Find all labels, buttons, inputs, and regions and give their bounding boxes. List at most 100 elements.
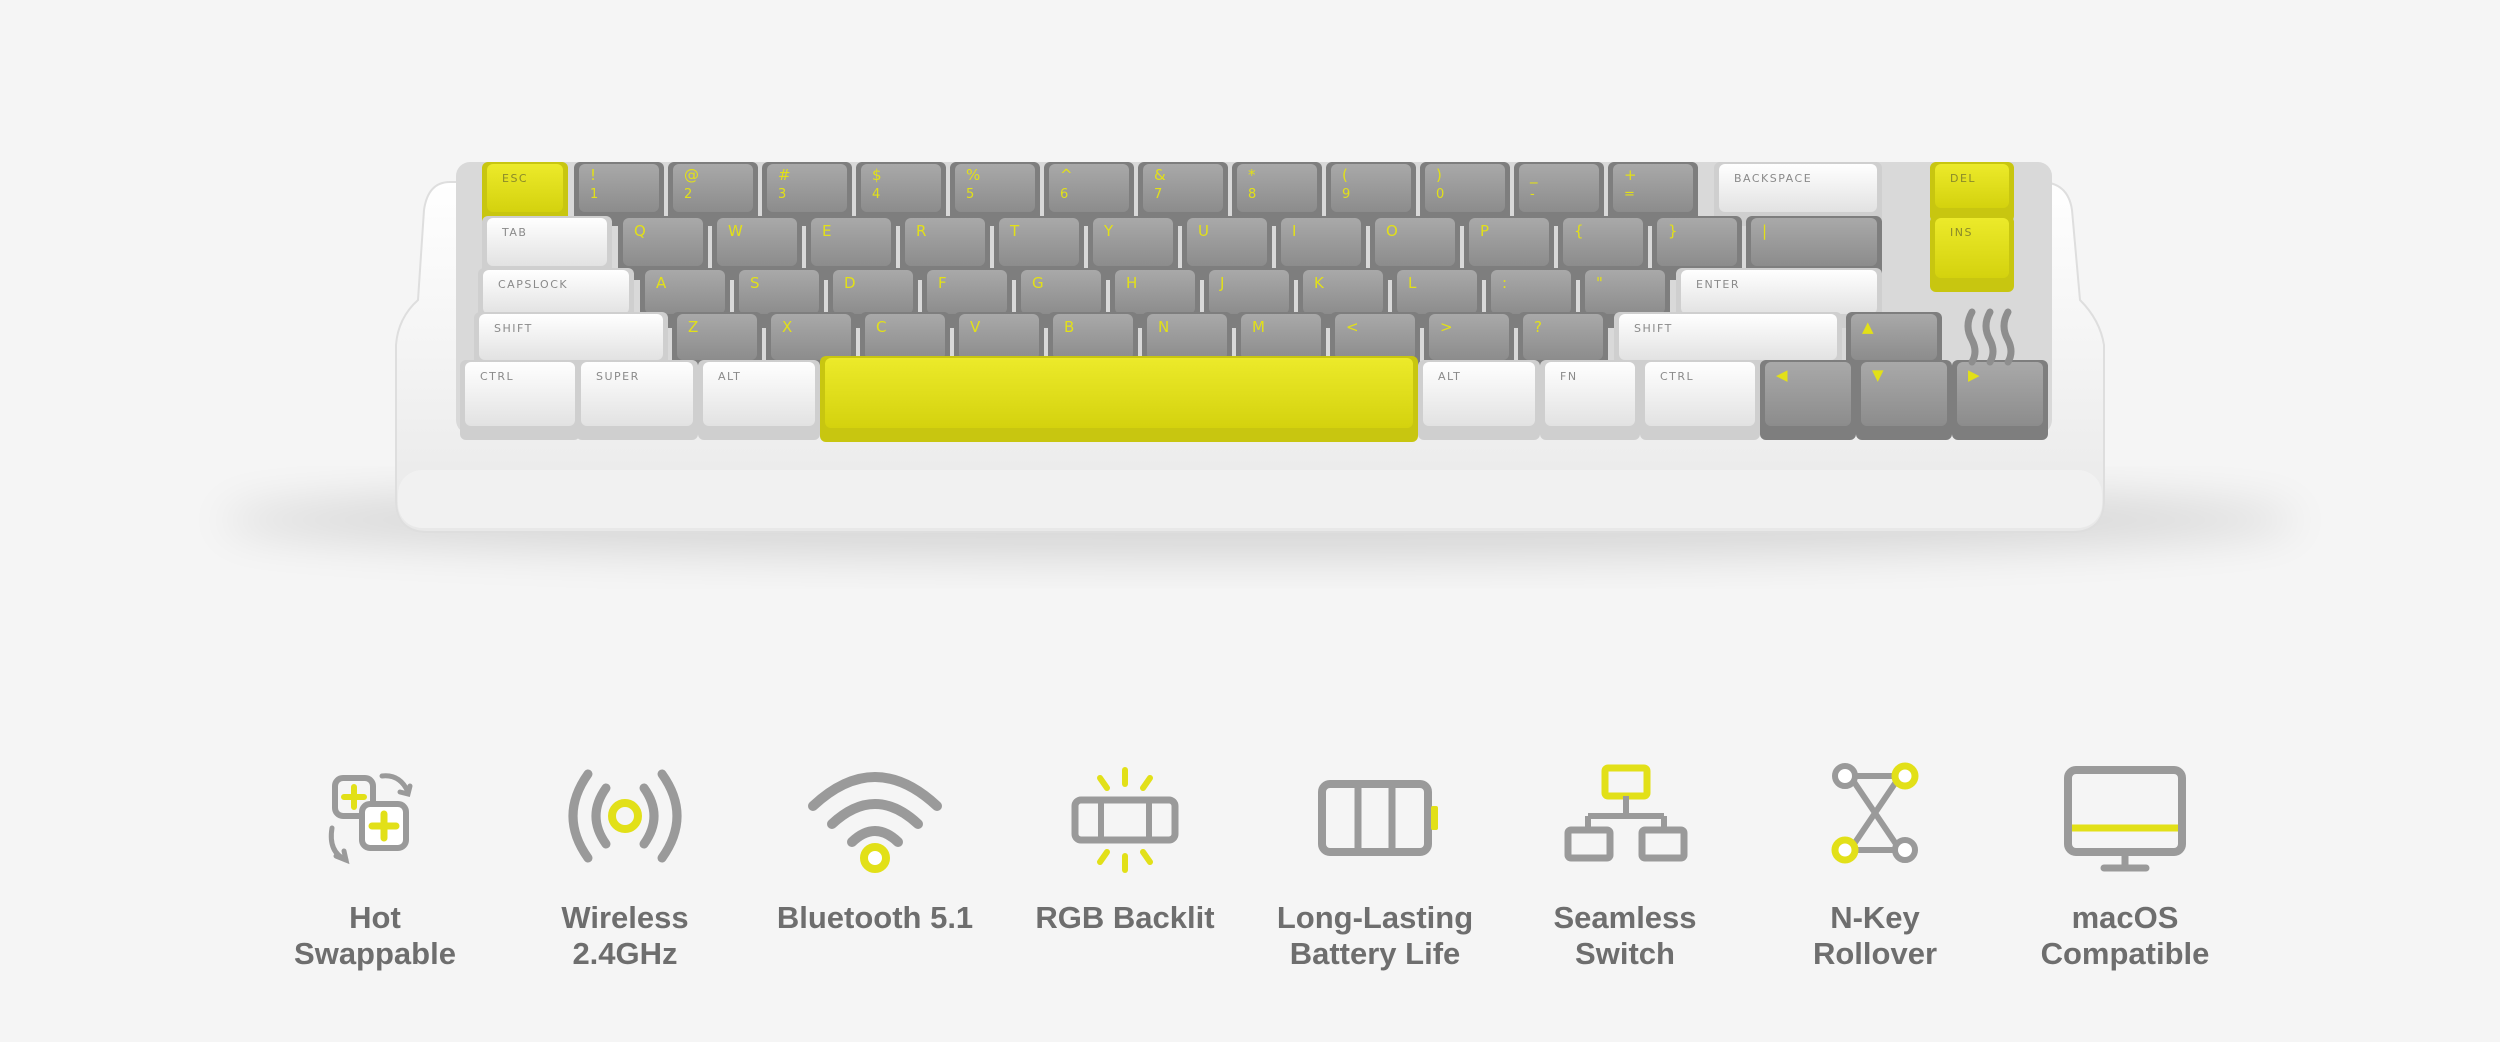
key-shift-left: SHIFT — [474, 312, 668, 374]
svg-text:A: A — [656, 274, 667, 292]
svg-text:SHIFT: SHIFT — [1634, 322, 1673, 335]
key-number: )0 — [1420, 162, 1510, 226]
svg-text:ALT: ALT — [718, 370, 741, 383]
key-alt-right: ALT — [1418, 360, 1540, 440]
svg-text:CAPSLOCK: CAPSLOCK — [498, 278, 568, 291]
wireless-icon — [568, 769, 682, 863]
svg-text:SUPER: SUPER — [596, 370, 640, 383]
svg-text:2: 2 — [684, 187, 692, 202]
key-tab: TAB — [482, 216, 612, 280]
svg-text:P: P — [1480, 222, 1489, 240]
svg-text:U: U — [1198, 222, 1209, 240]
feature-rgb-backlit: RGB Backlit — [1000, 760, 1250, 990]
svg-text:*: * — [1248, 166, 1256, 184]
svg-text:CTRL: CTRL — [1660, 370, 1694, 383]
svg-text:$: $ — [872, 166, 882, 184]
svg-text:ESC: ESC — [502, 172, 528, 185]
svg-text:R: R — [916, 222, 926, 240]
svg-text:-: - — [1530, 187, 1535, 202]
key-ins: INS — [1930, 216, 2014, 292]
key-del: DEL — [1930, 162, 2014, 222]
feature-label: Bluetooth 5.1 — [776, 900, 974, 935]
key-arrow-right: ▶ — [1952, 360, 2048, 440]
svg-text:9: 9 — [1342, 187, 1350, 202]
svg-text:INS: INS — [1950, 226, 1973, 239]
svg-text:0: 0 — [1436, 187, 1444, 202]
key-pipe: | — [1746, 216, 1882, 280]
svg-text:<: < — [1346, 318, 1359, 336]
key-number: #3 — [762, 162, 852, 226]
svg-text:?: ? — [1534, 318, 1542, 336]
svg-text:_: _ — [1529, 166, 1538, 185]
key-number: ^6 — [1044, 162, 1134, 226]
backlight-icon — [1071, 767, 1179, 873]
svg-text:3: 3 — [778, 187, 786, 202]
svg-text:V: V — [970, 318, 981, 336]
key-number: @2 — [668, 162, 758, 226]
key-arrow-left: ◀ — [1760, 360, 1856, 440]
node-connection-icon — [1831, 762, 1919, 864]
svg-text:G: G — [1032, 274, 1044, 292]
key-letter: > — [1424, 312, 1514, 374]
key-letter: Z — [672, 312, 762, 374]
key-letter: R — [900, 216, 990, 280]
svg-text:Y: Y — [1103, 222, 1114, 240]
svg-text:ALT: ALT — [1438, 370, 1461, 383]
hot-swap-icon — [328, 773, 413, 865]
svg-text:Q: Q — [634, 222, 646, 240]
signal-icon — [808, 772, 942, 873]
svg-text:CTRL: CTRL — [480, 370, 514, 383]
svg-text:DEL: DEL — [1950, 172, 1976, 185]
svg-text:^: ^ — [1060, 166, 1073, 184]
svg-text:▲: ▲ — [1862, 318, 1874, 336]
svg-text:H: H — [1126, 274, 1137, 292]
svg-text:|: | — [1762, 222, 1767, 240]
key-number: += — [1608, 162, 1698, 226]
key-backspace: BACKSPACE — [1714, 162, 1882, 226]
svg-text:▶: ▶ — [1968, 366, 1980, 384]
svg-text::: : — [1502, 274, 1507, 292]
svg-text:N: N — [1158, 318, 1169, 336]
svg-text:8: 8 — [1248, 187, 1256, 202]
svg-text:SHIFT: SHIFT — [494, 322, 533, 335]
svg-text:TAB: TAB — [501, 226, 527, 239]
svg-text:6: 6 — [1060, 187, 1068, 202]
svg-text:S: S — [750, 274, 760, 292]
svg-text:7: 7 — [1154, 187, 1162, 202]
svg-text:=: = — [1624, 187, 1635, 202]
svg-text:T: T — [1009, 222, 1020, 240]
key-letter: P — [1464, 216, 1554, 280]
key-number: !1 — [574, 162, 664, 226]
key-letter: E — [806, 216, 896, 280]
svg-text:◀: ◀ — [1776, 366, 1788, 384]
key-letter: W — [712, 216, 802, 280]
feature-label: RGB Backlit — [1035, 900, 1215, 935]
key-shift-right: SHIFT — [1614, 312, 1842, 374]
svg-text:M: M — [1252, 318, 1265, 336]
svg-text:J: J — [1219, 274, 1224, 292]
svg-text:X: X — [782, 318, 792, 336]
svg-text:FN: FN — [1560, 370, 1578, 383]
svg-text:Z: Z — [688, 318, 698, 336]
key-letter: Q — [618, 216, 708, 280]
svg-text:+: + — [1624, 166, 1637, 184]
key-letter: } — [1652, 216, 1742, 280]
svg-text:}: } — [1668, 222, 1678, 240]
key-letter: ? — [1518, 312, 1608, 374]
key-super: SUPER — [576, 360, 698, 440]
case-front-edge — [398, 470, 2102, 528]
svg-text:4: 4 — [872, 187, 880, 202]
svg-text:!: ! — [590, 166, 596, 184]
